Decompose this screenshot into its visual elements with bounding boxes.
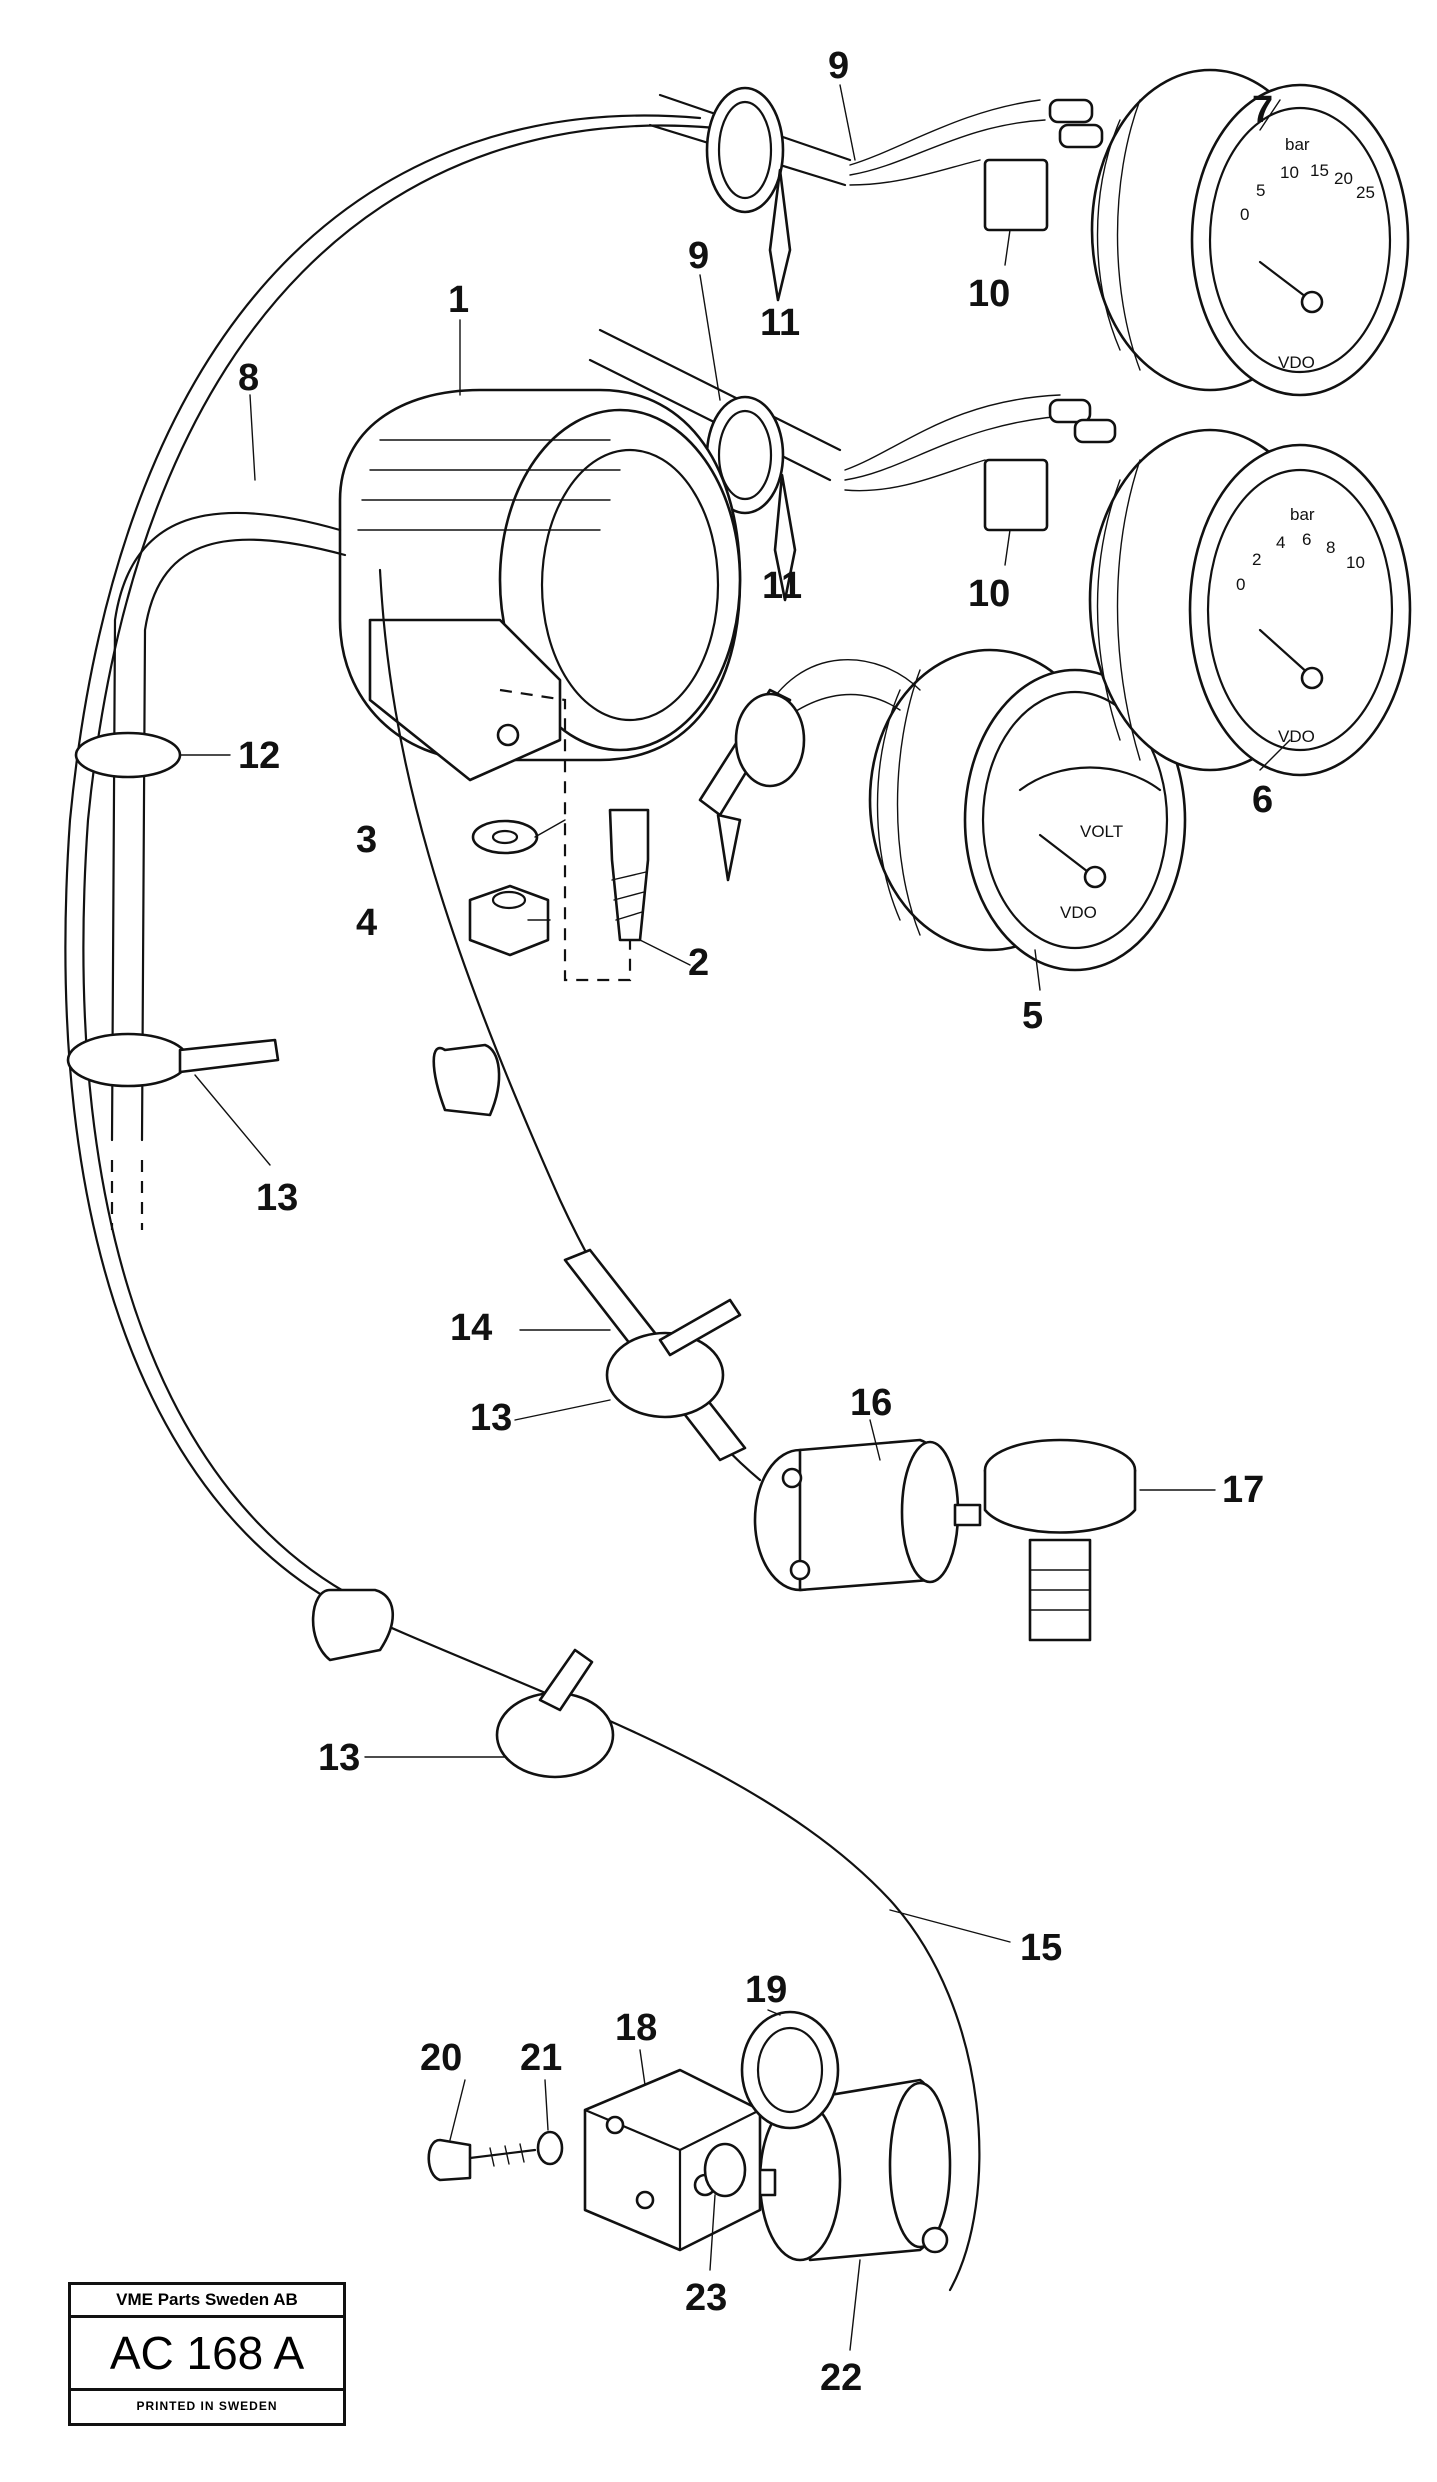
gauge7-unit: bar — [1285, 135, 1310, 154]
gauge7-scale-20: 20 — [1334, 169, 1353, 188]
callout-10a: 10 — [968, 273, 1010, 315]
switch-22 — [753, 2078, 952, 2262]
callout-13a: 13 — [256, 1177, 298, 1219]
gauge6-scale-4: 4 — [1276, 533, 1285, 552]
pressure-gauge-25bar: bar VDO 0 5 10 15 20 25 — [1090, 68, 1410, 397]
title-stamp: VME Parts Sweden AB AC 168 A PRINTED IN … — [68, 2282, 346, 2426]
callout-18: 18 — [615, 2007, 657, 2049]
callout-9b: 9 — [688, 235, 709, 277]
callout-6: 6 — [1252, 779, 1273, 821]
callout-5: 5 — [1022, 995, 1043, 1037]
callout-20: 20 — [420, 2037, 462, 2079]
callout-21: 21 — [520, 2037, 562, 2079]
leader-lines — [179, 84, 1291, 2351]
callout-9a: 9 — [828, 45, 849, 87]
callout-13c: 13 — [318, 1737, 360, 1779]
cable-upper — [648, 93, 1104, 232]
callout-10b: 10 — [968, 573, 1010, 615]
voltmeter-unit: VOLT — [1080, 822, 1123, 841]
stamp-printed: PRINTED IN SWEDEN — [136, 2399, 278, 2413]
gauge7-scale-10: 10 — [1280, 163, 1299, 182]
callout-12: 12 — [238, 735, 280, 777]
gauge6-scale-8: 8 — [1326, 538, 1335, 557]
callout-15: 15 — [1020, 1927, 1062, 1969]
gauge7-scale-15: 15 — [1310, 161, 1329, 180]
voltmeter-gauge: VOLT VDO — [759, 648, 1187, 972]
callout-23: 23 — [685, 2277, 727, 2319]
gauge7-scale-25: 25 — [1356, 183, 1375, 202]
pipe-left — [66, 511, 347, 1230]
callout-8: 8 — [238, 357, 259, 399]
adapter-17 — [983, 1438, 1137, 1642]
seal-ring-19 — [740, 2010, 840, 2130]
cable-middle — [588, 328, 1117, 532]
nut — [468, 884, 550, 957]
callout-3: 3 — [356, 819, 377, 861]
gauge6-scale-0: 0 — [1236, 575, 1245, 594]
gauge7-scale-0: 0 — [1240, 205, 1249, 224]
callout-22: 22 — [820, 2357, 862, 2399]
callout-14: 14 — [450, 1307, 492, 1349]
callout-1: 1 — [448, 279, 469, 321]
pressure-gauge-10bar: bar VDO 0 2 4 6 8 10 — [1088, 428, 1412, 777]
callout-7: 7 — [1252, 89, 1273, 131]
callout-19: 19 — [745, 1969, 787, 2011]
stamp-code: AC 168 A — [71, 2318, 343, 2391]
gauge6-scale-2: 2 — [1252, 550, 1261, 569]
gauge6-unit: bar — [1290, 505, 1315, 524]
instrument-housing — [338, 388, 742, 782]
callout-13b: 13 — [470, 1397, 512, 1439]
gauge6-scale-6: 6 — [1302, 530, 1311, 549]
washer — [471, 819, 539, 855]
voltmeter-brand: VDO — [1060, 903, 1097, 922]
washer-23 — [703, 2142, 747, 2198]
stamp-company: VME Parts Sweden AB — [71, 2285, 343, 2318]
gauge6-scale-10: 10 — [1346, 553, 1365, 572]
callout-numbers: 1 2 3 4 5 6 7 8 9 9 10 10 11 11 12 13 13… — [238, 45, 1273, 2399]
callout-4: 4 — [356, 902, 377, 944]
gauge6-brand: VDO — [1278, 727, 1315, 746]
callout-16: 16 — [850, 1382, 892, 1424]
sensor-16 — [753, 1438, 982, 1592]
callout-11a: 11 — [760, 302, 800, 344]
bolt-20 — [427, 2138, 472, 2182]
callout-17: 17 — [1222, 1469, 1264, 1511]
gauge7-brand: VDO — [1278, 353, 1315, 372]
washer-21 — [536, 2130, 564, 2166]
capillary-line — [64, 114, 981, 2292]
callout-2: 2 — [688, 942, 709, 984]
callout-11b: 11 — [762, 565, 802, 607]
gauge7-scale-5: 5 — [1256, 181, 1265, 200]
